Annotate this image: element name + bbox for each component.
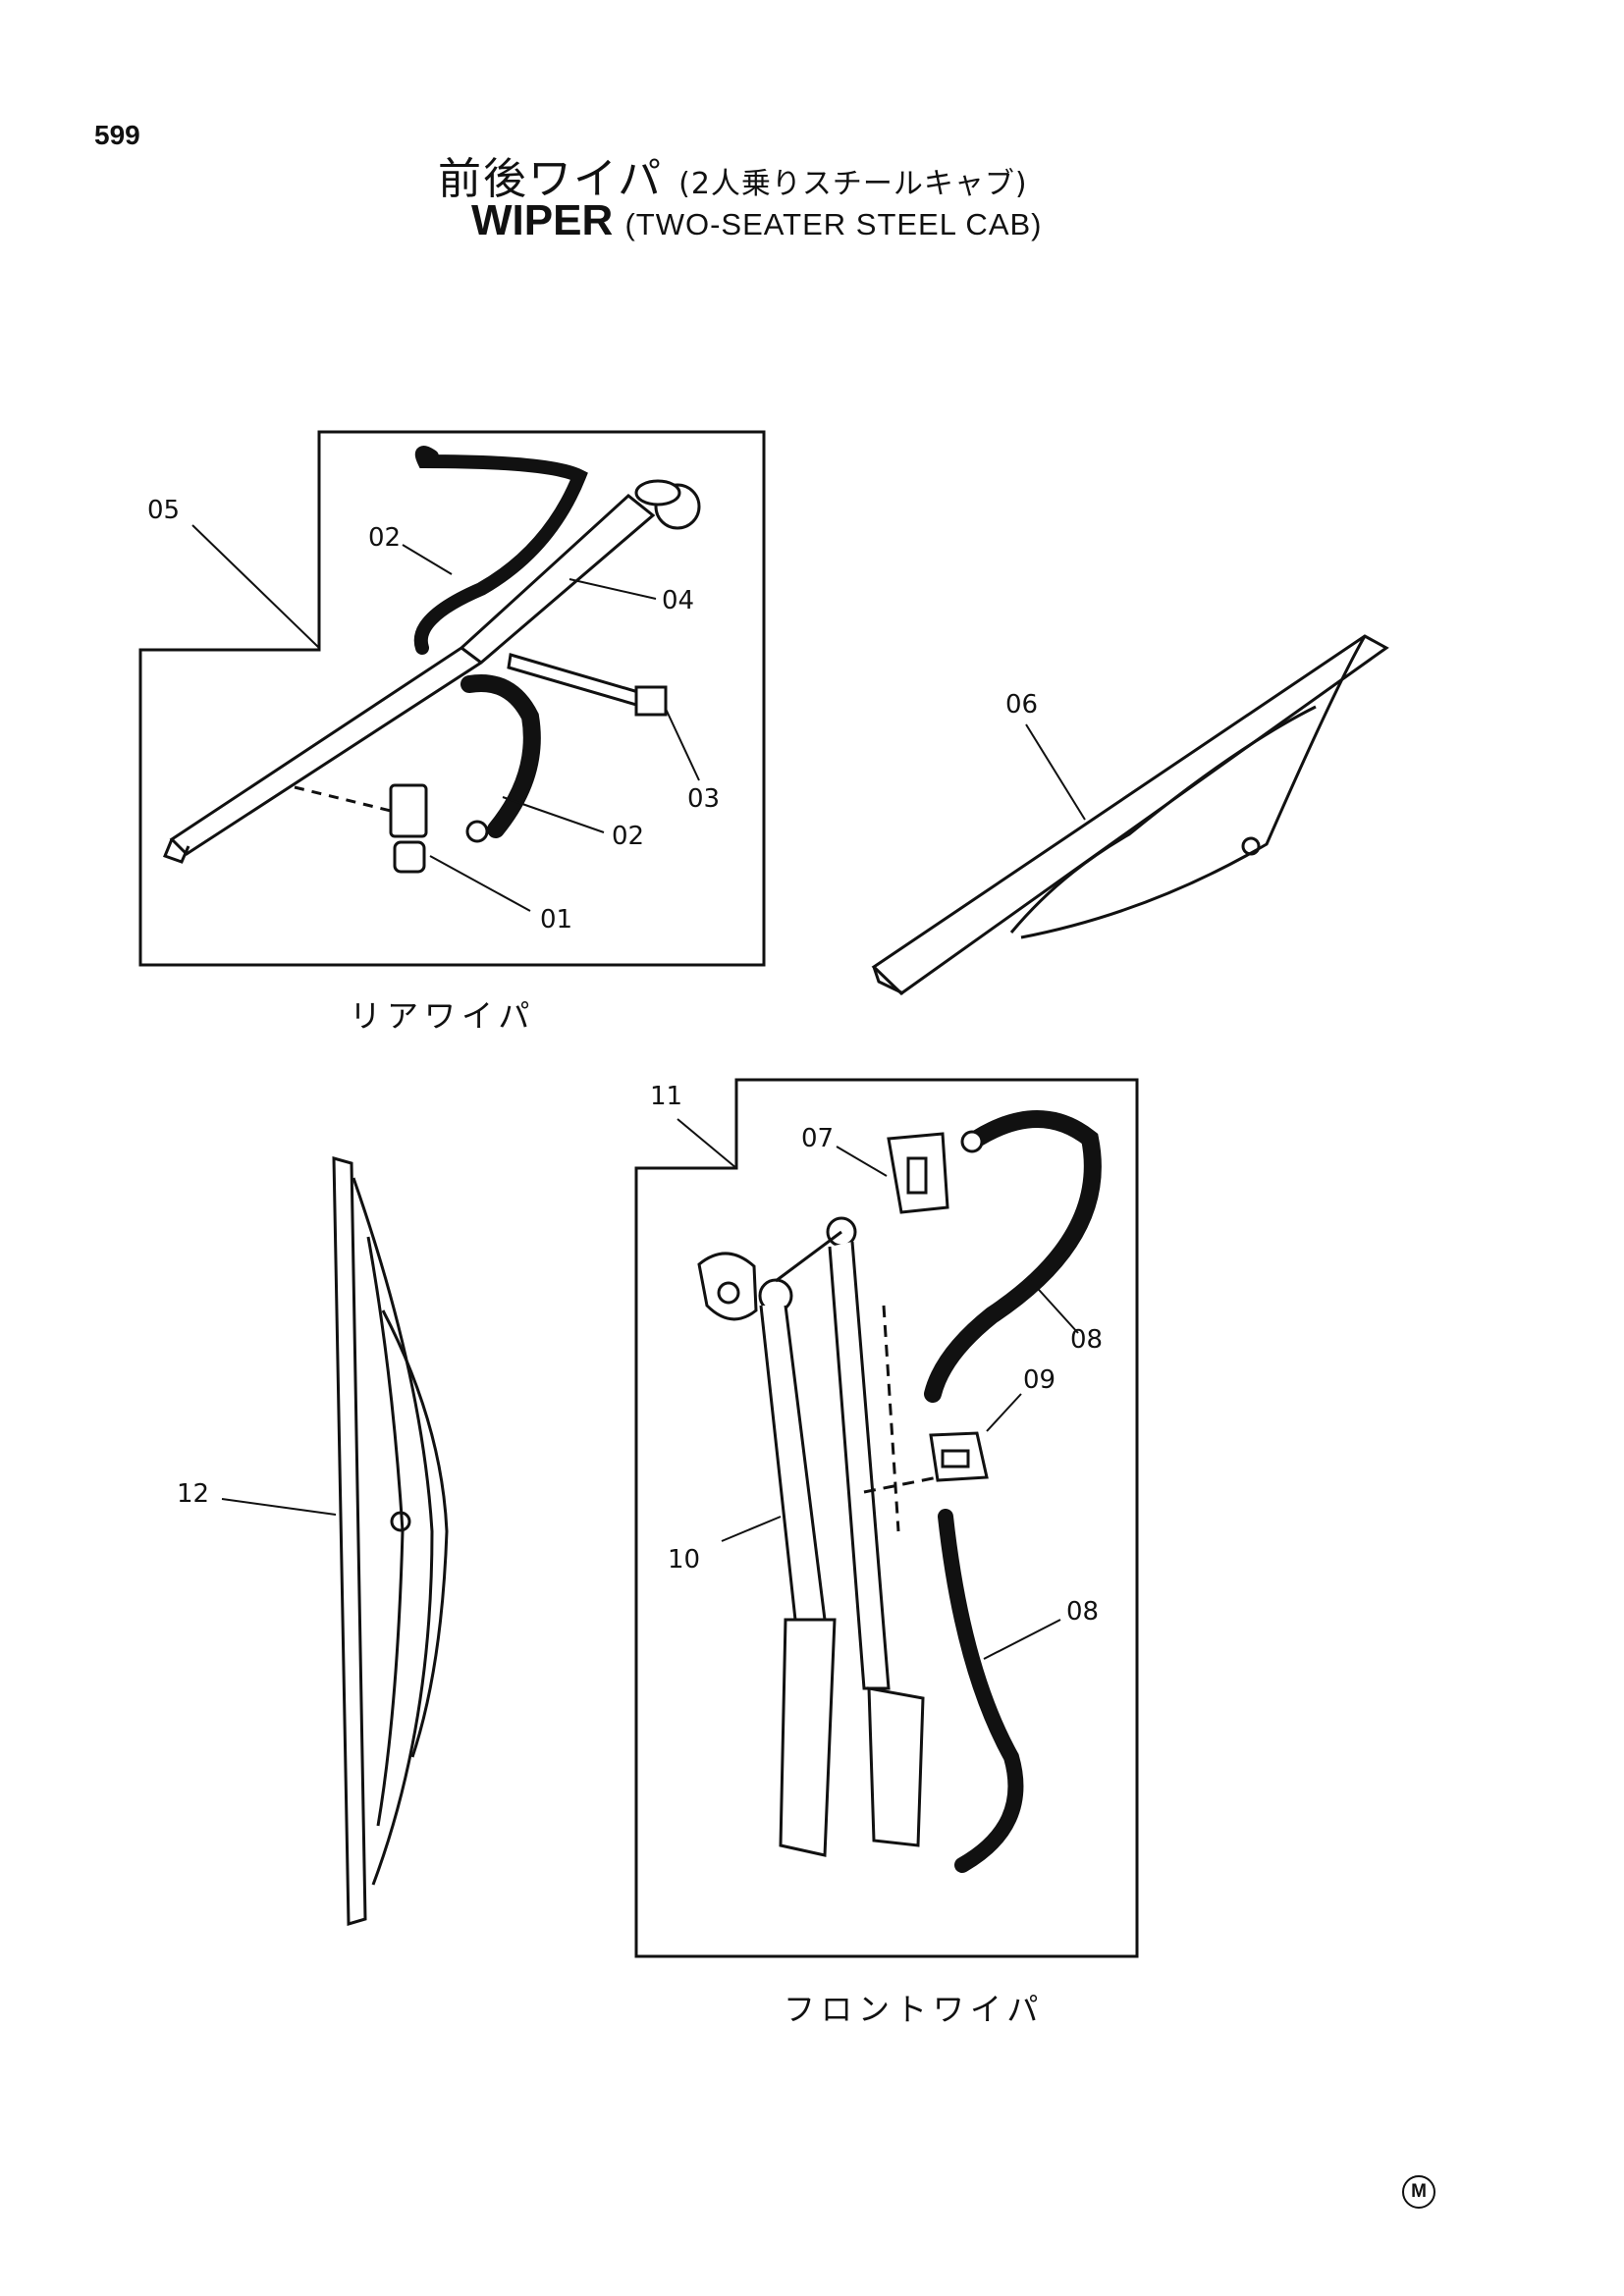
page-number: 599 (94, 120, 140, 150)
cable-tie-icon (507, 653, 668, 717)
rear-wiper-panel (138, 430, 766, 967)
front-wiper-panel (634, 1078, 1139, 1958)
wiper-blade-icon (221, 1156, 449, 1926)
hose-icon (924, 1110, 1102, 1403)
rear-wiper-caption: リアワイパ (350, 997, 536, 1035)
hose-icon (938, 1509, 1024, 1873)
manufacturer-mark: M (1402, 2175, 1435, 2209)
callout-08-lower: 08 (1066, 1597, 1099, 1627)
title-japanese: 前後ワイパ (438, 154, 664, 204)
callout-labels: 05 02 04 03 02 01 06 11 07 08 09 12 10 0… (147, 496, 1103, 1627)
callout-02-lower: 02 (612, 822, 644, 851)
callout-09: 09 (1023, 1365, 1056, 1395)
hose-icon (413, 446, 588, 655)
title-english-sub: (TWO-SEATER STEEL CAB) (624, 207, 1043, 241)
title-english: WIPER (471, 196, 614, 244)
page-title-japanese: 前後ワイパ (2人乗りスチールキャブ) (438, 143, 1028, 206)
callout-07: 07 (801, 1124, 834, 1153)
callout-08-upper: 08 (1070, 1325, 1103, 1355)
wiper-blade-icon (871, 634, 1389, 995)
wiper-arm-icon (697, 1216, 939, 1857)
hose-icon (460, 674, 541, 838)
front-wiper-caption: フロントワイパ (784, 1991, 1045, 2028)
wiper-arm-icon (163, 479, 701, 864)
callout-11: 11 (650, 1082, 682, 1111)
callout-06: 06 (1005, 690, 1038, 720)
clip-icon (929, 1431, 989, 1482)
callout-10: 10 (668, 1545, 700, 1575)
callout-12: 12 (177, 1479, 209, 1509)
callout-05: 05 (147, 496, 180, 525)
clip-icon (294, 783, 428, 874)
title-japanese-sub: (2人乗りスチールキャブ) (678, 167, 1028, 201)
page-title-english: WIPER (TWO-SEATER STEEL CAB) (471, 196, 1043, 245)
callout-03: 03 (687, 784, 720, 814)
callout-04: 04 (662, 586, 694, 615)
rear-panel-frame (138, 430, 766, 967)
callout-01: 01 (540, 905, 572, 934)
clip-icon (887, 1132, 949, 1214)
callout-02-upper: 02 (368, 523, 401, 553)
